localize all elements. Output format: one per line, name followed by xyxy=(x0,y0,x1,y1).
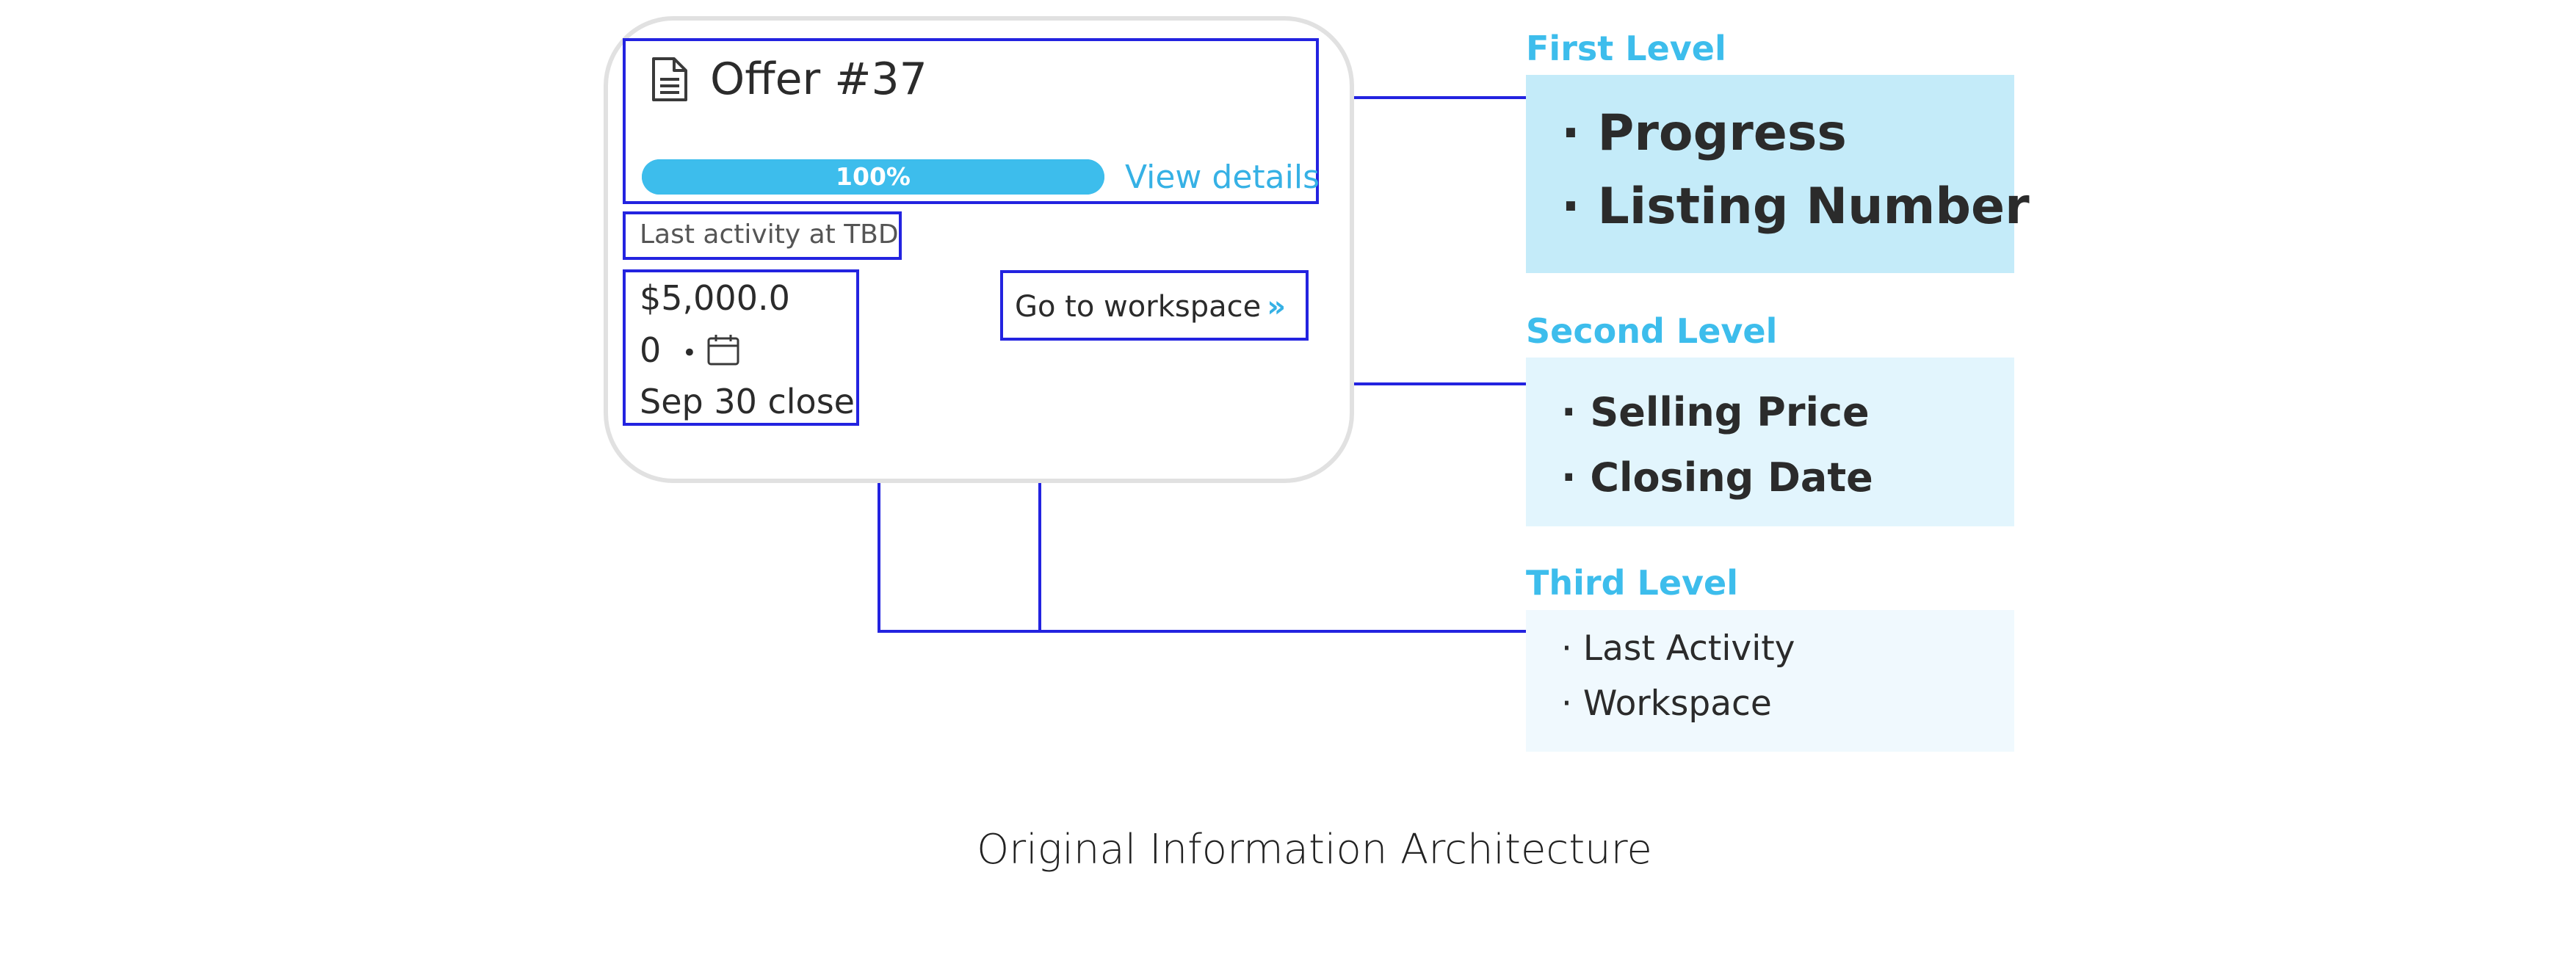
level-item: · Closing Date xyxy=(1561,454,1873,501)
level-item: · Workspace xyxy=(1561,683,1772,724)
workspace-label: Go to workspace xyxy=(1015,290,1262,324)
second-level-panel: · Selling Price · Closing Date xyxy=(1526,358,2014,526)
level-item: · Progress xyxy=(1561,104,1847,162)
selling-price: $5,000.0 xyxy=(640,278,790,318)
double-chevron-right-icon: » xyxy=(1267,290,1287,324)
progress-bar: 100% xyxy=(642,159,1104,195)
level-item: · Last Activity xyxy=(1561,628,1795,669)
listing-number: Offer #37 xyxy=(710,54,927,105)
separator-dot: • xyxy=(681,338,697,368)
second-level-title: Second Level xyxy=(1526,311,1778,351)
offer-card xyxy=(604,16,1354,483)
level-item: · Selling Price xyxy=(1561,389,1870,435)
first-level-panel: · Progress · Listing Number xyxy=(1526,75,2030,273)
last-activity-frame xyxy=(623,211,902,260)
closing-date: Sep 30 close xyxy=(640,382,855,421)
view-details-link[interactable]: View details xyxy=(1125,159,1320,196)
third-level-title: Third Level xyxy=(1526,563,1738,603)
count-row: 0 • xyxy=(640,328,697,375)
workspace-frame xyxy=(1000,270,1309,341)
second-level-frame xyxy=(623,269,859,426)
first-level-title: First Level xyxy=(1526,29,1726,68)
progress-fill xyxy=(642,159,1104,195)
third-level-panel: · Last Activity · Workspace xyxy=(1526,610,2014,752)
diagram-caption: Original Information Architecture xyxy=(977,826,1652,874)
last-activity-text: Last activity at TBD xyxy=(640,219,899,250)
document-icon xyxy=(652,57,687,101)
calendar-icon xyxy=(707,335,739,366)
go-to-workspace-button[interactable]: Go to workspace» xyxy=(1015,286,1286,327)
first-level-frame xyxy=(623,38,1319,204)
count-value: 0 xyxy=(640,330,662,370)
progress-label: 100% xyxy=(836,162,911,191)
level-item: · Listing Number xyxy=(1561,178,2030,236)
